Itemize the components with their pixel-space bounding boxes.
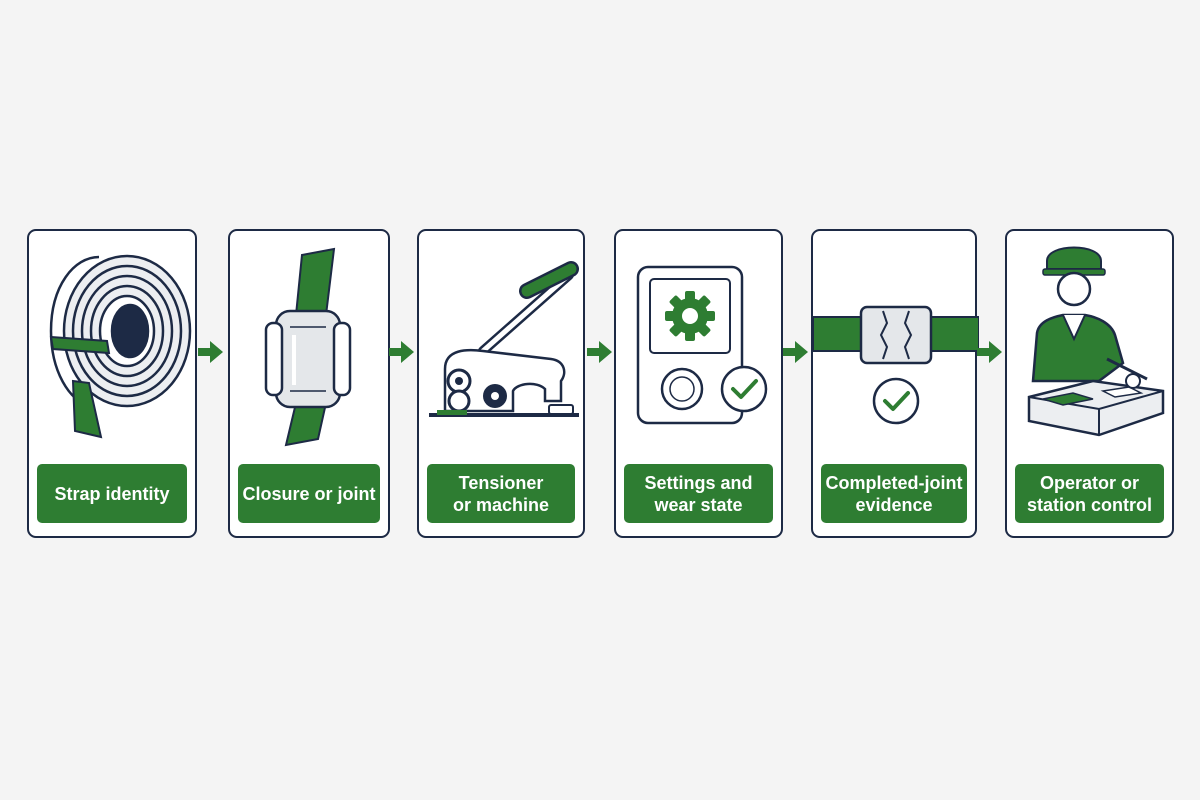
step-label: Settings and wear state xyxy=(624,464,773,523)
step-card-operator: Operator or station control xyxy=(1005,229,1174,538)
arrow-right-icon xyxy=(977,341,1002,363)
tensioner-tool-icon xyxy=(429,261,579,417)
step-label: Closure or joint xyxy=(238,464,380,523)
check-circle-icon xyxy=(872,377,920,425)
check-circle-icon xyxy=(720,365,768,413)
step-label: Strap identity xyxy=(37,464,187,523)
step-label: Tensioner or machine xyxy=(427,464,575,523)
arrow-right-icon xyxy=(389,341,414,363)
step-label: Operator or station control xyxy=(1015,464,1164,523)
step-card-completed-joint: Completed-joint evidence xyxy=(811,229,979,538)
settings-panel-icon xyxy=(636,265,768,425)
arrow-right-icon xyxy=(587,341,612,363)
step-card-tensioner: Tensioner or machine xyxy=(417,229,585,538)
step-card-settings: Settings and wear state xyxy=(614,229,783,538)
strap-seal-icon xyxy=(264,247,352,447)
step-card-closure-or-joint: Closure or joint xyxy=(228,229,390,538)
operator-station-icon xyxy=(1027,246,1165,437)
arrow-right-icon xyxy=(198,341,223,363)
step-card-strap-identity: Strap identity xyxy=(27,229,197,538)
step-label: Completed-joint evidence xyxy=(821,464,967,523)
completed-joint-icon xyxy=(813,305,979,425)
strap-coil-icon xyxy=(49,254,192,439)
arrow-right-icon xyxy=(783,341,808,363)
